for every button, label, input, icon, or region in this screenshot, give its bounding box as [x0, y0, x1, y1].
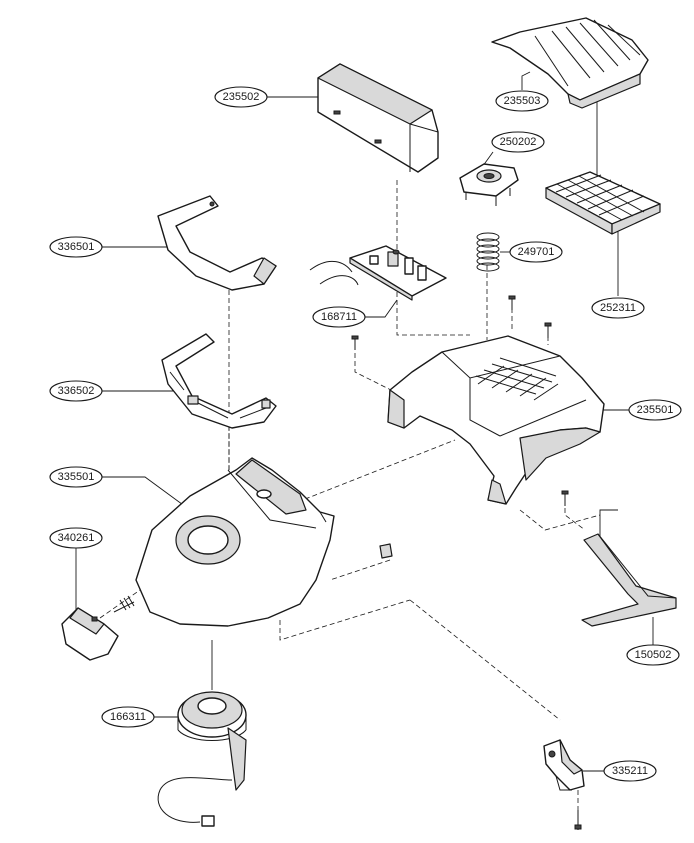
callout-label-150502: 150502	[635, 649, 672, 661]
callout-340261: 340261	[49, 527, 103, 549]
callout-166311: 166311	[101, 706, 155, 728]
part-168711-circuit-board	[309, 245, 447, 301]
callout-235501: 235501	[628, 399, 682, 421]
assembly-lines	[99, 180, 601, 815]
callout-250202: 250202	[491, 131, 545, 153]
callout-label-340261: 340261	[58, 532, 95, 544]
callout-150502: 150502	[626, 644, 680, 666]
part-336502-handle-frame	[161, 333, 277, 429]
callout-label-235501: 235501	[637, 404, 674, 416]
small-clip	[379, 543, 393, 559]
callout-label-166311: 166311	[110, 711, 146, 723]
callout-label-336501: 336501	[58, 241, 95, 253]
part-249701-spring	[476, 232, 500, 272]
part-235501-housing	[387, 335, 605, 505]
callout-335211: 335211	[603, 760, 657, 782]
part-335501-main-body	[135, 457, 335, 627]
part-150502-gasket	[581, 533, 677, 627]
part-250202-button	[459, 163, 519, 206]
part-235503-grille	[491, 17, 649, 109]
callout-label-252311: 252311	[600, 302, 636, 314]
callout-label-249701: 249701	[518, 246, 555, 258]
part-166311-cable-reel	[157, 691, 247, 827]
callout-252311: 252311	[591, 297, 645, 319]
callout-249701: 249701	[509, 241, 563, 263]
part-252311-filter	[545, 171, 661, 235]
callout-label-335211: 335211	[612, 765, 648, 777]
part-235502-lid	[317, 63, 439, 173]
part-340261-foot	[61, 595, 135, 661]
callout-336502: 336502	[49, 380, 103, 402]
callout-235502: 235502	[214, 86, 268, 108]
callout-336501: 336501	[49, 236, 103, 258]
callout-label-250202: 250202	[500, 136, 537, 148]
callout-label-168711: 168711	[321, 311, 357, 323]
part-336501-handle	[157, 195, 277, 291]
part-335211-switch	[543, 739, 585, 791]
callout-168711: 168711	[312, 306, 366, 328]
callout-label-335501: 335501	[58, 471, 95, 483]
callout-235503: 235503	[495, 90, 549, 112]
callout-label-235503: 235503	[504, 95, 541, 107]
callout-label-336502: 336502	[58, 385, 95, 397]
callout-label-235502: 235502	[223, 91, 260, 103]
screws	[351, 295, 582, 830]
callout-335501: 335501	[49, 466, 103, 488]
